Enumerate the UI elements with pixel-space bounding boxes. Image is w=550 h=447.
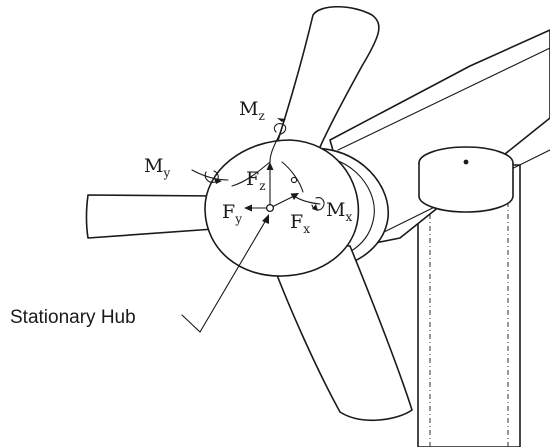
label-fy: Fy [222,201,242,226]
tower-axis-dot [463,159,469,165]
label-fx: Fx [290,211,310,236]
label-stationary-hub: Stationary Hub [10,307,136,328]
hub-leader [181,214,269,333]
label-mz: Mz [239,98,265,123]
hub-small-mark [290,176,298,184]
label-fz: Fz [246,168,266,193]
hub-body [204,139,360,277]
hub-center-point [265,203,275,213]
moment-arrows [191,118,325,211]
force-arrows [244,162,299,213]
label-mx: Mx [326,199,352,224]
blade-left [85,194,229,239]
label-my: My [144,155,170,180]
